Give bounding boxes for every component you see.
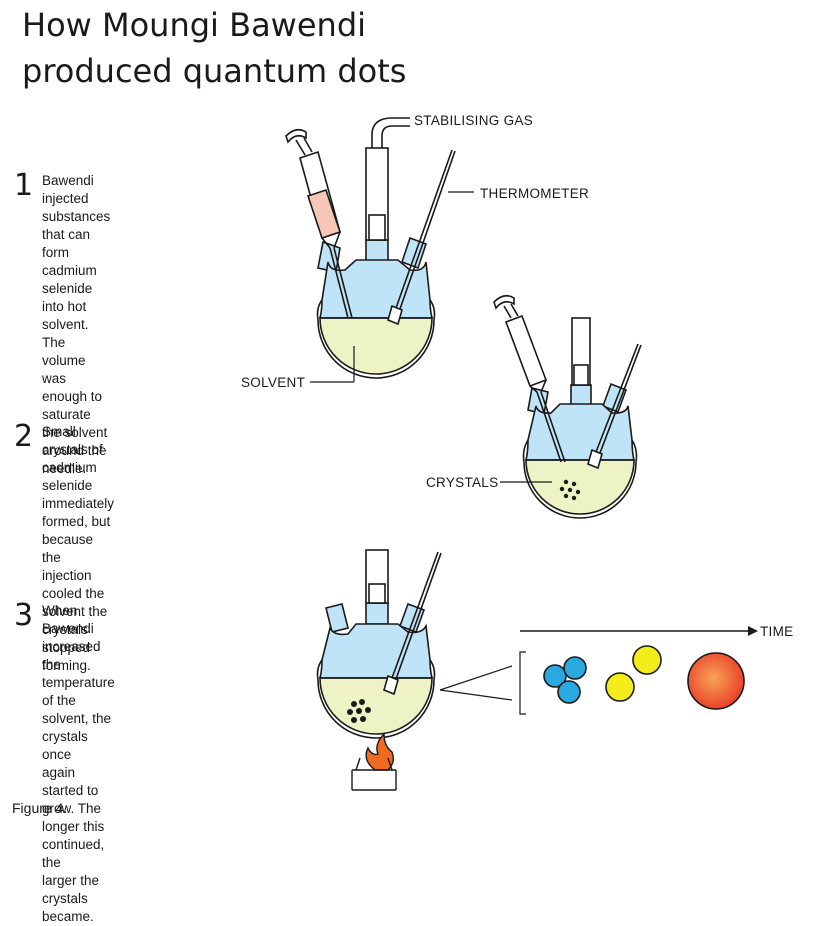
flame-icon [351,732,397,791]
thermometer-label: THERMOMETER [480,186,590,201]
step-2-number: 2 [14,419,34,454]
title-line-2: produced quantum dots [22,52,407,90]
step-1-text: Bawendi injected substances that can for… [42,173,111,476]
step-3-number: 3 [14,598,34,633]
crystals-medium-icon [347,699,371,723]
flask-1-icon [285,117,456,379]
stabilising-gas-label: STABILISING GAS [414,113,534,128]
page-title: How Moungi Bawendi produced quantum dots [22,2,406,94]
thermometer-icon [387,149,456,326]
crystals-label: CRYSTALS [426,475,499,490]
step-1-number: 1 [14,168,34,203]
flask-2-icon [493,294,642,519]
quantum-dot-icon [543,645,745,710]
time-arrow [520,626,758,636]
figure-caption: Figure 4. [12,800,68,816]
solvent-label: SOLVENT [241,375,306,390]
time-label: TIME [760,624,794,639]
growth-bracket [439,651,526,715]
title-line-1: How Moungi Bawendi [22,6,367,44]
crystals-small-icon [559,479,581,501]
diagram-artwork [285,117,758,791]
step-2-text: Small crystals of cadmium selenide immed… [42,424,115,673]
flask-3-icon [316,549,442,739]
syringe-icon [285,128,353,319]
